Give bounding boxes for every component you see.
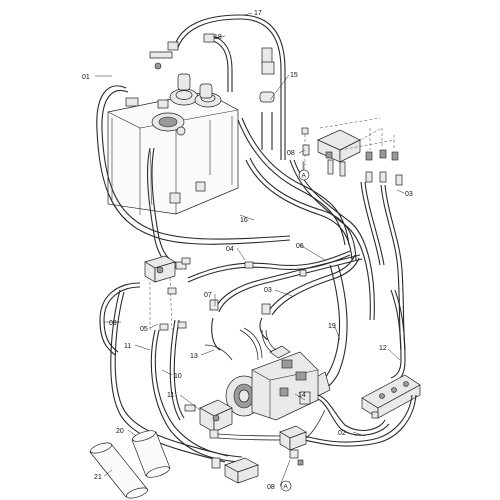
- manifold-block-right: [361, 374, 421, 419]
- callout-17: 17: [254, 10, 262, 17]
- callout-03-center: 03: [264, 287, 272, 294]
- hose-03-center: [259, 254, 360, 341]
- callout-14: 14: [298, 392, 306, 399]
- callout-06: 06: [296, 243, 304, 250]
- valve-block: [301, 117, 396, 165]
- bottom-valve: [279, 409, 326, 466]
- callout-labels: 01 17 18 15 08 03 16 04 06 07 03 09 05 1…: [82, 10, 413, 491]
- callout-11-upper: 11: [124, 343, 131, 350]
- hose-clamps: [159, 261, 307, 331]
- hydraulic-pump: [225, 345, 319, 421]
- callout-20: 20: [116, 428, 124, 435]
- callout-10: 10: [174, 373, 182, 380]
- hose-07: [211, 254, 363, 351]
- hose-02: [299, 394, 417, 447]
- callout-04: 04: [226, 246, 234, 253]
- sleeve-20: [131, 430, 171, 478]
- callout-07: 07: [204, 292, 212, 299]
- reference-a-bottom-label: A: [284, 484, 289, 491]
- manifold-block-left: [144, 255, 191, 331]
- pump-upper-lines: [204, 327, 277, 361]
- callout-19: 19: [328, 323, 336, 330]
- hose-01: [96, 85, 291, 245]
- hydraulic-tank: [107, 91, 239, 215]
- reference-a-top-label: A: [302, 173, 307, 180]
- callout-08-bottom: 08: [267, 484, 275, 491]
- callout-18: 18: [214, 34, 222, 41]
- lower-valve-block: [184, 399, 291, 441]
- callout-16: 16: [240, 217, 248, 224]
- pump-right-hose: [317, 394, 390, 436]
- callout-02: 02: [338, 430, 346, 437]
- hose-11-long: [110, 289, 229, 463]
- sleeve-21: [89, 442, 149, 499]
- callout-03-right: 03: [405, 191, 413, 198]
- callout-11-lower: 11: [167, 392, 174, 399]
- callout-05: 05: [140, 326, 148, 333]
- hose-04: [187, 250, 351, 283]
- leader-lines: [95, 12, 405, 487]
- hose-15: [259, 91, 275, 150]
- callout-08-top: 08: [287, 150, 295, 157]
- hose-bundle-center: [237, 117, 375, 321]
- top-fittings: [167, 33, 275, 75]
- reference-marker-a-bottom: A: [280, 480, 292, 492]
- callout-21: 21: [94, 474, 102, 481]
- callout-01: 01: [82, 74, 90, 81]
- hose-17: [173, 14, 286, 160]
- tank-filter-assembly: [125, 51, 222, 136]
- valve-fittings: [302, 144, 403, 186]
- callout-15: 15: [290, 72, 298, 79]
- hose-18: [209, 35, 233, 92]
- reference-marker-a-top: A: [298, 169, 310, 181]
- hose-09: [99, 282, 141, 356]
- callout-13: 13: [190, 353, 198, 360]
- callout-09: 09: [109, 320, 117, 327]
- bottom-clamp-assembly: [211, 457, 259, 484]
- callout-12: 12: [379, 345, 387, 352]
